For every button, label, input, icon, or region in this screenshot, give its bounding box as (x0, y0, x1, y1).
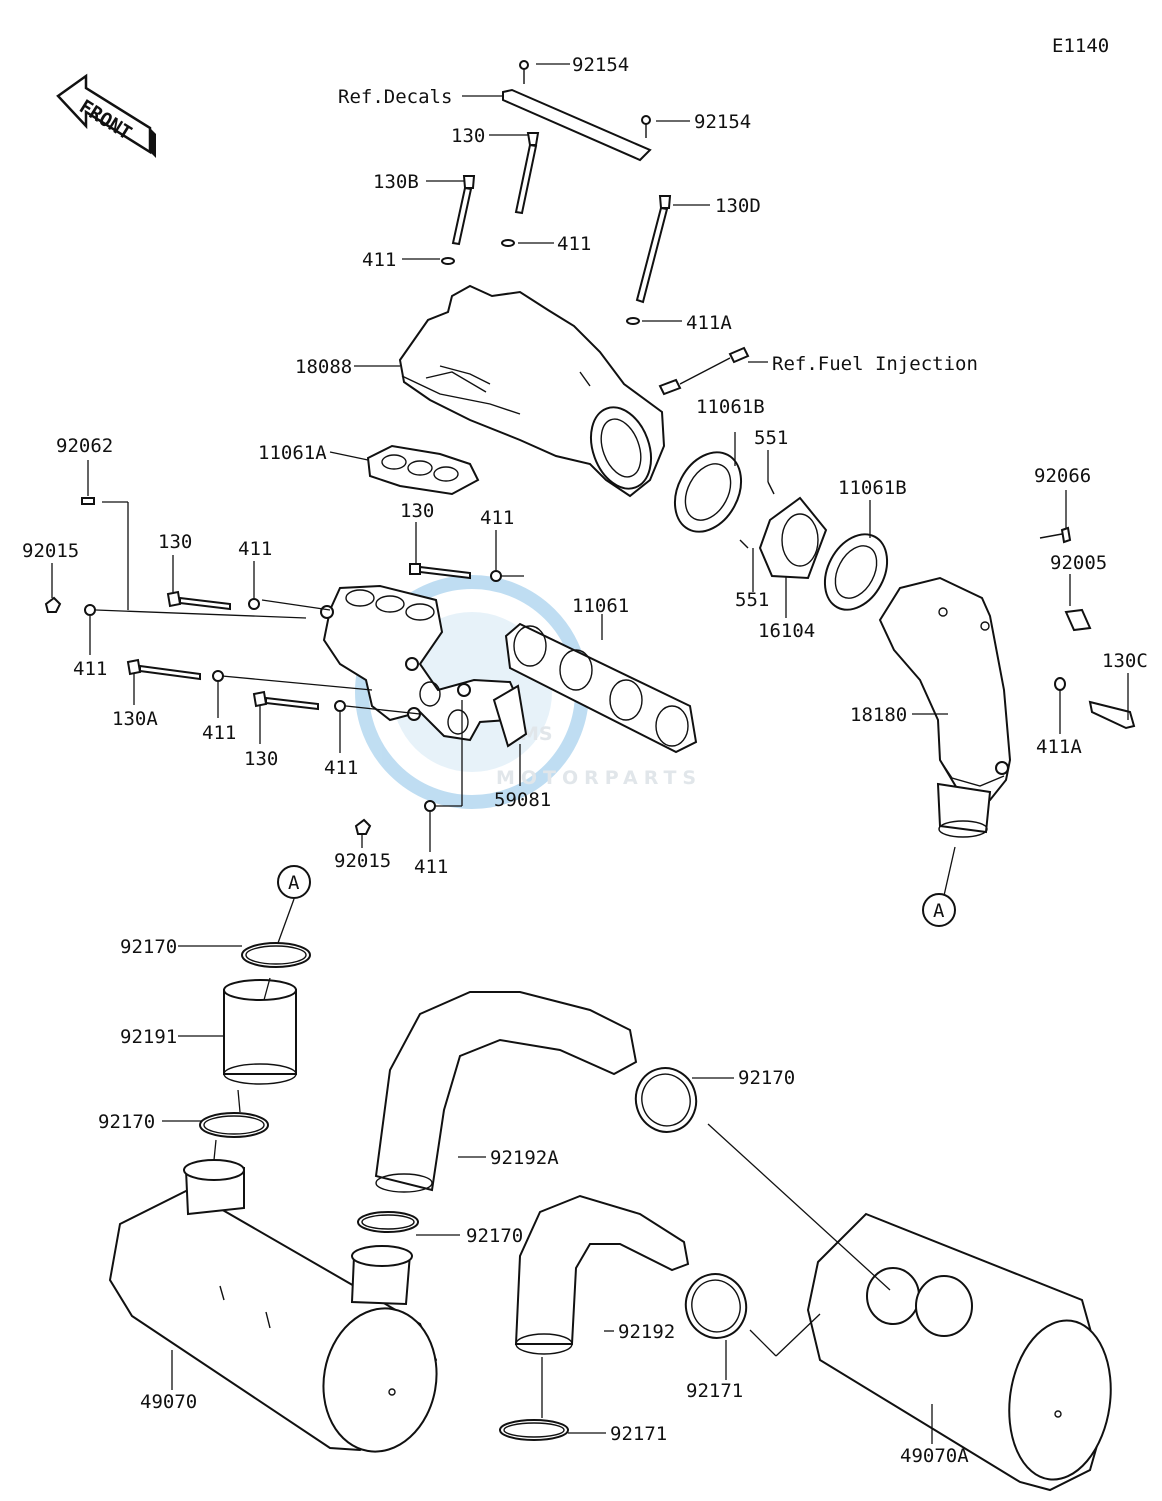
bracket-59081 (492, 684, 528, 748)
label-130-mid: 130 (400, 500, 434, 522)
label-411-bottom: 411 (324, 757, 358, 779)
label-411-left: 411 (238, 538, 272, 560)
label-92171-bottom: 92171 (610, 1423, 667, 1445)
label-16104: 16104 (758, 620, 815, 642)
label-551-bottom: 551 (735, 589, 769, 611)
part-labels: 92154 Ref.Decals 92154 130 130B 130D 411… (22, 54, 1148, 1467)
fuel-sensor (658, 346, 750, 396)
label-92005: 92005 (1050, 552, 1107, 574)
label-92170-mid: 92170 (98, 1111, 155, 1133)
label-411-mid: 411 (480, 507, 514, 529)
label-92154-mid: 92154 (694, 111, 751, 133)
label-130-top: 130 (451, 125, 485, 147)
label-411a-top: 411A (686, 312, 732, 334)
spacer-16104 (739, 481, 828, 580)
front-arrow-icon: FRONT (56, 73, 156, 158)
clamp-92170-top (241, 942, 311, 968)
muffler-49070 (108, 1159, 438, 1453)
clamp-92170-right (634, 1067, 698, 1133)
label-11061: 11061 (572, 595, 629, 617)
bolt-130 (514, 132, 540, 215)
exhaust-pipe-18180 (878, 526, 1136, 838)
label-18088: 18088 (295, 356, 352, 378)
label-ref-fuel: Ref.Fuel Injection (772, 353, 978, 375)
hose-92192a (374, 991, 638, 1193)
watermark-mark: MS (520, 723, 553, 745)
marker-a-right (922, 893, 956, 927)
label-11061b-left: 11061B (696, 396, 765, 418)
label-11061a: 11061A (258, 442, 327, 464)
label-130-left: 130 (158, 531, 192, 553)
label-92170-top: 92170 (120, 936, 177, 958)
diagram-code: E1140 (1052, 35, 1109, 57)
label-a-left: A (288, 872, 300, 894)
hose-92192 (514, 1194, 690, 1355)
label-411-lower: 411 (202, 722, 236, 744)
clamp-92170-lower (357, 1211, 419, 1233)
washer-411-left (441, 257, 455, 265)
label-551-top: 551 (754, 427, 788, 449)
label-92154-top: 92154 (572, 54, 629, 76)
leader-lines (51, 63, 1129, 1444)
washer-411a-top (626, 317, 640, 325)
clamp-92171-bottom (499, 1419, 569, 1441)
label-a-right: A (933, 900, 945, 922)
washer-411-right (501, 239, 515, 247)
gasket-11061b-left (673, 451, 743, 533)
gasket-11061 (504, 622, 698, 754)
label-18180: 18180 (850, 704, 907, 726)
gasket-11061b-right (823, 533, 889, 611)
label-411-end: 411 (414, 856, 448, 878)
label-92191: 92191 (120, 1026, 177, 1048)
marker-a-left (277, 865, 311, 899)
label-92015-bottom: 92015 (334, 850, 391, 872)
label-11061b-right: 11061B (838, 477, 907, 499)
clamp-92171-right (684, 1273, 748, 1339)
label-92170-lower: 92170 (466, 1225, 523, 1247)
exhaust-manifold-18088 (398, 284, 666, 498)
label-411-a: 411 (362, 249, 396, 271)
bolt-130b (451, 175, 476, 246)
label-411-b: 411 (557, 233, 591, 255)
clamp-92170-mid (199, 1112, 269, 1138)
label-130d: 130D (715, 195, 761, 217)
label-130a: 130A (112, 708, 158, 730)
label-ref-decals: Ref.Decals (338, 86, 452, 108)
decal-plate (502, 60, 652, 162)
label-49070: 49070 (140, 1391, 197, 1413)
gasket-11061a (366, 444, 480, 496)
label-92170-right: 92170 (738, 1067, 795, 1089)
label-92062: 92062 (56, 435, 113, 457)
label-92192: 92192 (618, 1321, 675, 1343)
bolt-130d (635, 195, 672, 304)
label-59081: 59081 (494, 789, 551, 811)
label-92015-top: 92015 (22, 540, 79, 562)
label-92171-right: 92171 (686, 1380, 743, 1402)
label-92066: 92066 (1034, 465, 1091, 487)
muffler-49070a (806, 1212, 1112, 1492)
label-49070a: 49070A (900, 1445, 969, 1467)
label-130c: 130C (1102, 650, 1148, 672)
small-fasteners (44, 497, 502, 835)
label-130-lower: 130 (244, 748, 278, 770)
label-130b: 130B (373, 171, 419, 193)
label-411-far-left: 411 (73, 658, 107, 680)
pipe-92191 (223, 979, 297, 1085)
label-411a-right: 411A (1036, 736, 1082, 758)
label-92192a: 92192A (490, 1147, 559, 1169)
watermark-text: MOTORPARTS (496, 767, 702, 789)
